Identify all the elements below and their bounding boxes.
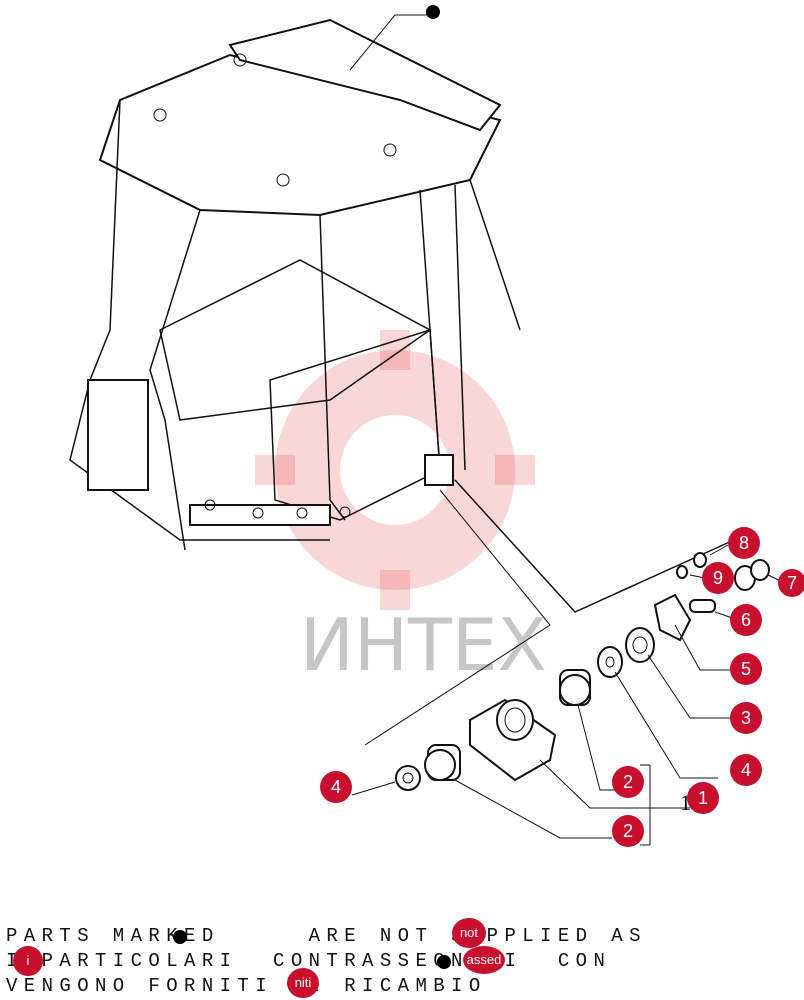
svg-text:6: 6 — [741, 610, 751, 630]
callout-2-lower[interactable]: 2 — [612, 815, 644, 847]
callout-5[interactable]: 5 — [730, 653, 762, 685]
svg-text:5: 5 — [741, 659, 751, 679]
explosion-line — [454, 479, 746, 613]
callout-9[interactable]: 9 — [702, 562, 734, 594]
callout-2-upper[interactable]: 2 — [612, 766, 644, 798]
svg-text:4: 4 — [331, 777, 341, 797]
svg-text:7: 7 — [787, 573, 797, 593]
footer-line-en: PARTS MARKED ARE NOT SUPPLIED AS — [6, 925, 647, 947]
watermark-text: ИНТЕХ — [300, 603, 547, 687]
svg-text:9: 9 — [713, 568, 723, 588]
callout-6[interactable]: 6 — [730, 604, 762, 636]
explosion-line-2 — [364, 489, 551, 746]
svg-text:3: 3 — [741, 708, 751, 728]
footer-line-it: I PARTICOLARI CONTRASSEGNATI CON — [6, 950, 612, 972]
callout-7[interactable]: 7 — [778, 569, 804, 597]
callout-leaders — [351, 544, 786, 846]
footer-marker-dot — [173, 930, 187, 944]
svg-text:1: 1 — [698, 788, 708, 808]
svg-text:2: 2 — [623, 772, 633, 792]
translation-tag-i: i — [13, 946, 43, 976]
callout-1[interactable]: 1 — [687, 782, 719, 814]
callout-8[interactable]: 8 — [728, 527, 760, 559]
top-leader-line — [349, 14, 396, 71]
not-supplied-marker-dot — [426, 5, 440, 19]
svg-text:2: 2 — [623, 821, 633, 841]
parts-group — [395, 552, 770, 791]
footer-line-it-2: VENGONO FORNITI DI RICAMBIO — [6, 975, 487, 997]
cab-frame — [69, 18, 521, 551]
translation-tag-niti: niti — [287, 968, 319, 998]
watermark-gear-logo — [255, 330, 535, 610]
translation-tag-assed: assed — [463, 946, 505, 974]
translation-tag-not: not — [452, 918, 486, 948]
callout-3[interactable]: 3 — [730, 702, 762, 734]
assembly-ref-label: 1 — [680, 790, 691, 815]
svg-text:8: 8 — [739, 533, 749, 553]
svg-text:4: 4 — [741, 760, 751, 780]
callout-4-left[interactable]: 4 — [320, 771, 352, 803]
callout-4-right[interactable]: 4 — [730, 754, 762, 786]
footer-marker-dot-2 — [437, 955, 451, 969]
